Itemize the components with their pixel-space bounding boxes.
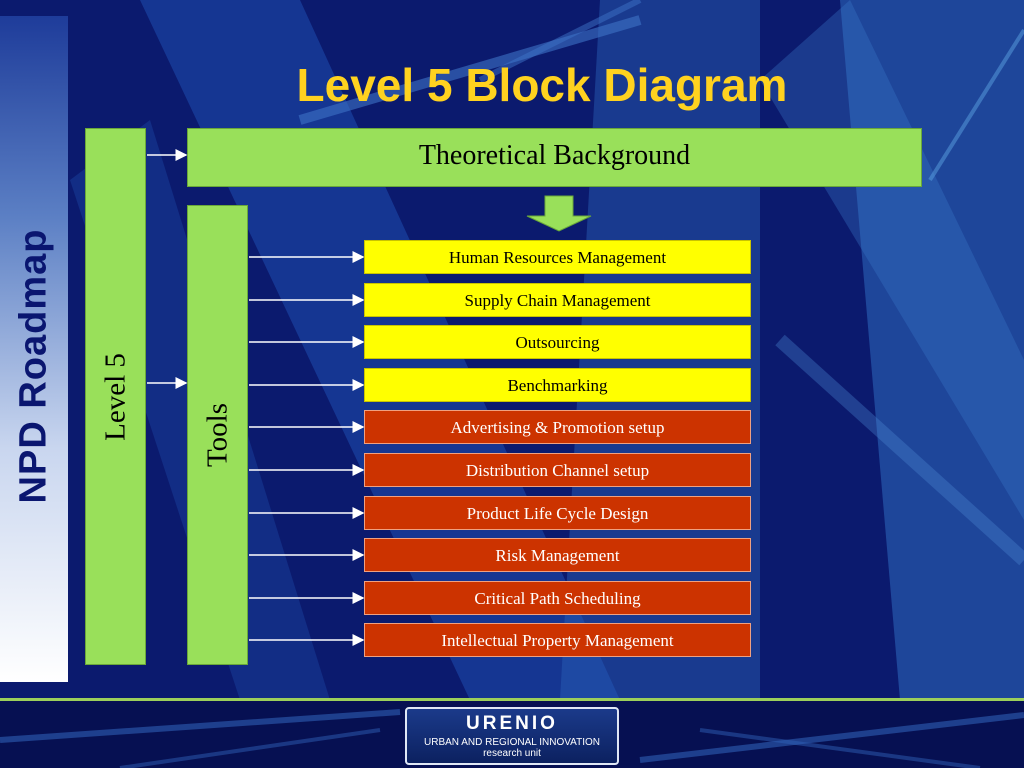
- tool-box: Product Life Cycle Design: [364, 496, 751, 530]
- tool-box: Supply Chain Management: [364, 283, 751, 317]
- tool-box: Benchmarking: [364, 368, 751, 402]
- tools-block: Tools: [187, 205, 248, 665]
- sidebar-banner: NPD Roadmap: [0, 16, 68, 682]
- tool-box: Outsourcing: [364, 325, 751, 359]
- tool-box: Advertising & Promotion setup: [364, 410, 751, 444]
- level-label: Level 5: [99, 352, 131, 441]
- tools-label: Tools: [201, 402, 233, 468]
- logo-name: URENIO: [466, 713, 558, 734]
- tool-box: Distribution Channel setup: [364, 453, 751, 487]
- logo-tagline: URBAN AND REGIONAL INNOVATION: [424, 737, 600, 748]
- logo-subtitle: research unit: [483, 748, 541, 759]
- tool-box: Human Resources Management: [364, 240, 751, 274]
- tool-box: Risk Management: [364, 538, 751, 572]
- tool-box: Critical Path Scheduling: [364, 581, 751, 615]
- theoretical-background-block: Theoretical Background: [187, 128, 922, 187]
- footer-divider: [0, 698, 1024, 701]
- level-block: Level 5: [85, 128, 146, 665]
- slide-title: Level 5 Block Diagram: [296, 59, 788, 111]
- tool-box: Intellectual Property Management: [364, 623, 751, 657]
- urenio-logo: URENIO URBAN AND REGIONAL INNOVATION res…: [405, 707, 619, 765]
- sidebar-label: NPD Roadmap: [12, 228, 55, 504]
